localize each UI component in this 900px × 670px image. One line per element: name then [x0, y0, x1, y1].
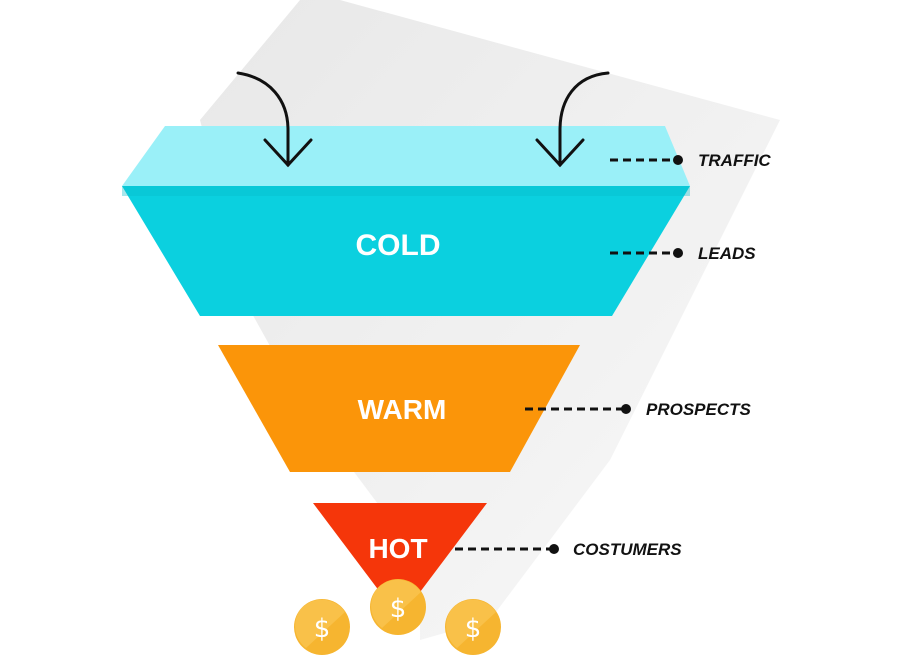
cold-top-face	[122, 126, 690, 186]
cold-label: COLD	[356, 229, 441, 262]
dollar-coin-icon: $	[370, 579, 426, 635]
dollar-coin-icon: $	[445, 599, 501, 655]
arrow-down-icon	[535, 71, 610, 168]
cold-body	[122, 186, 690, 316]
dollar-coin-icon: $	[294, 599, 350, 655]
warm-label: WARM	[358, 394, 447, 425]
svg-text:$: $	[314, 614, 331, 644]
stage-hot: HOT	[313, 503, 487, 612]
svg-text:$: $	[465, 614, 482, 644]
prospects-callout: PROSPECTS	[525, 400, 752, 419]
traffic-label: TRAFFIC	[698, 151, 771, 170]
customers-label: COSTUMERS	[573, 540, 682, 559]
leads-label: LEADS	[698, 244, 756, 263]
stage-warm: WARM	[218, 345, 580, 472]
arrow-down-icon	[236, 71, 313, 168]
svg-text:$: $	[390, 594, 407, 624]
warm-body	[218, 345, 580, 472]
funnel-shadow	[200, 0, 780, 640]
leads-callout: LEADS	[610, 244, 756, 263]
stage-cold: COLD	[122, 126, 690, 316]
prospects-label: PROSPECTS	[646, 400, 752, 419]
traffic-callout: TRAFFIC	[610, 151, 771, 170]
hot-label: HOT	[368, 533, 427, 564]
customers-callout: COSTUMERS	[455, 540, 682, 559]
hot-body	[313, 503, 487, 612]
